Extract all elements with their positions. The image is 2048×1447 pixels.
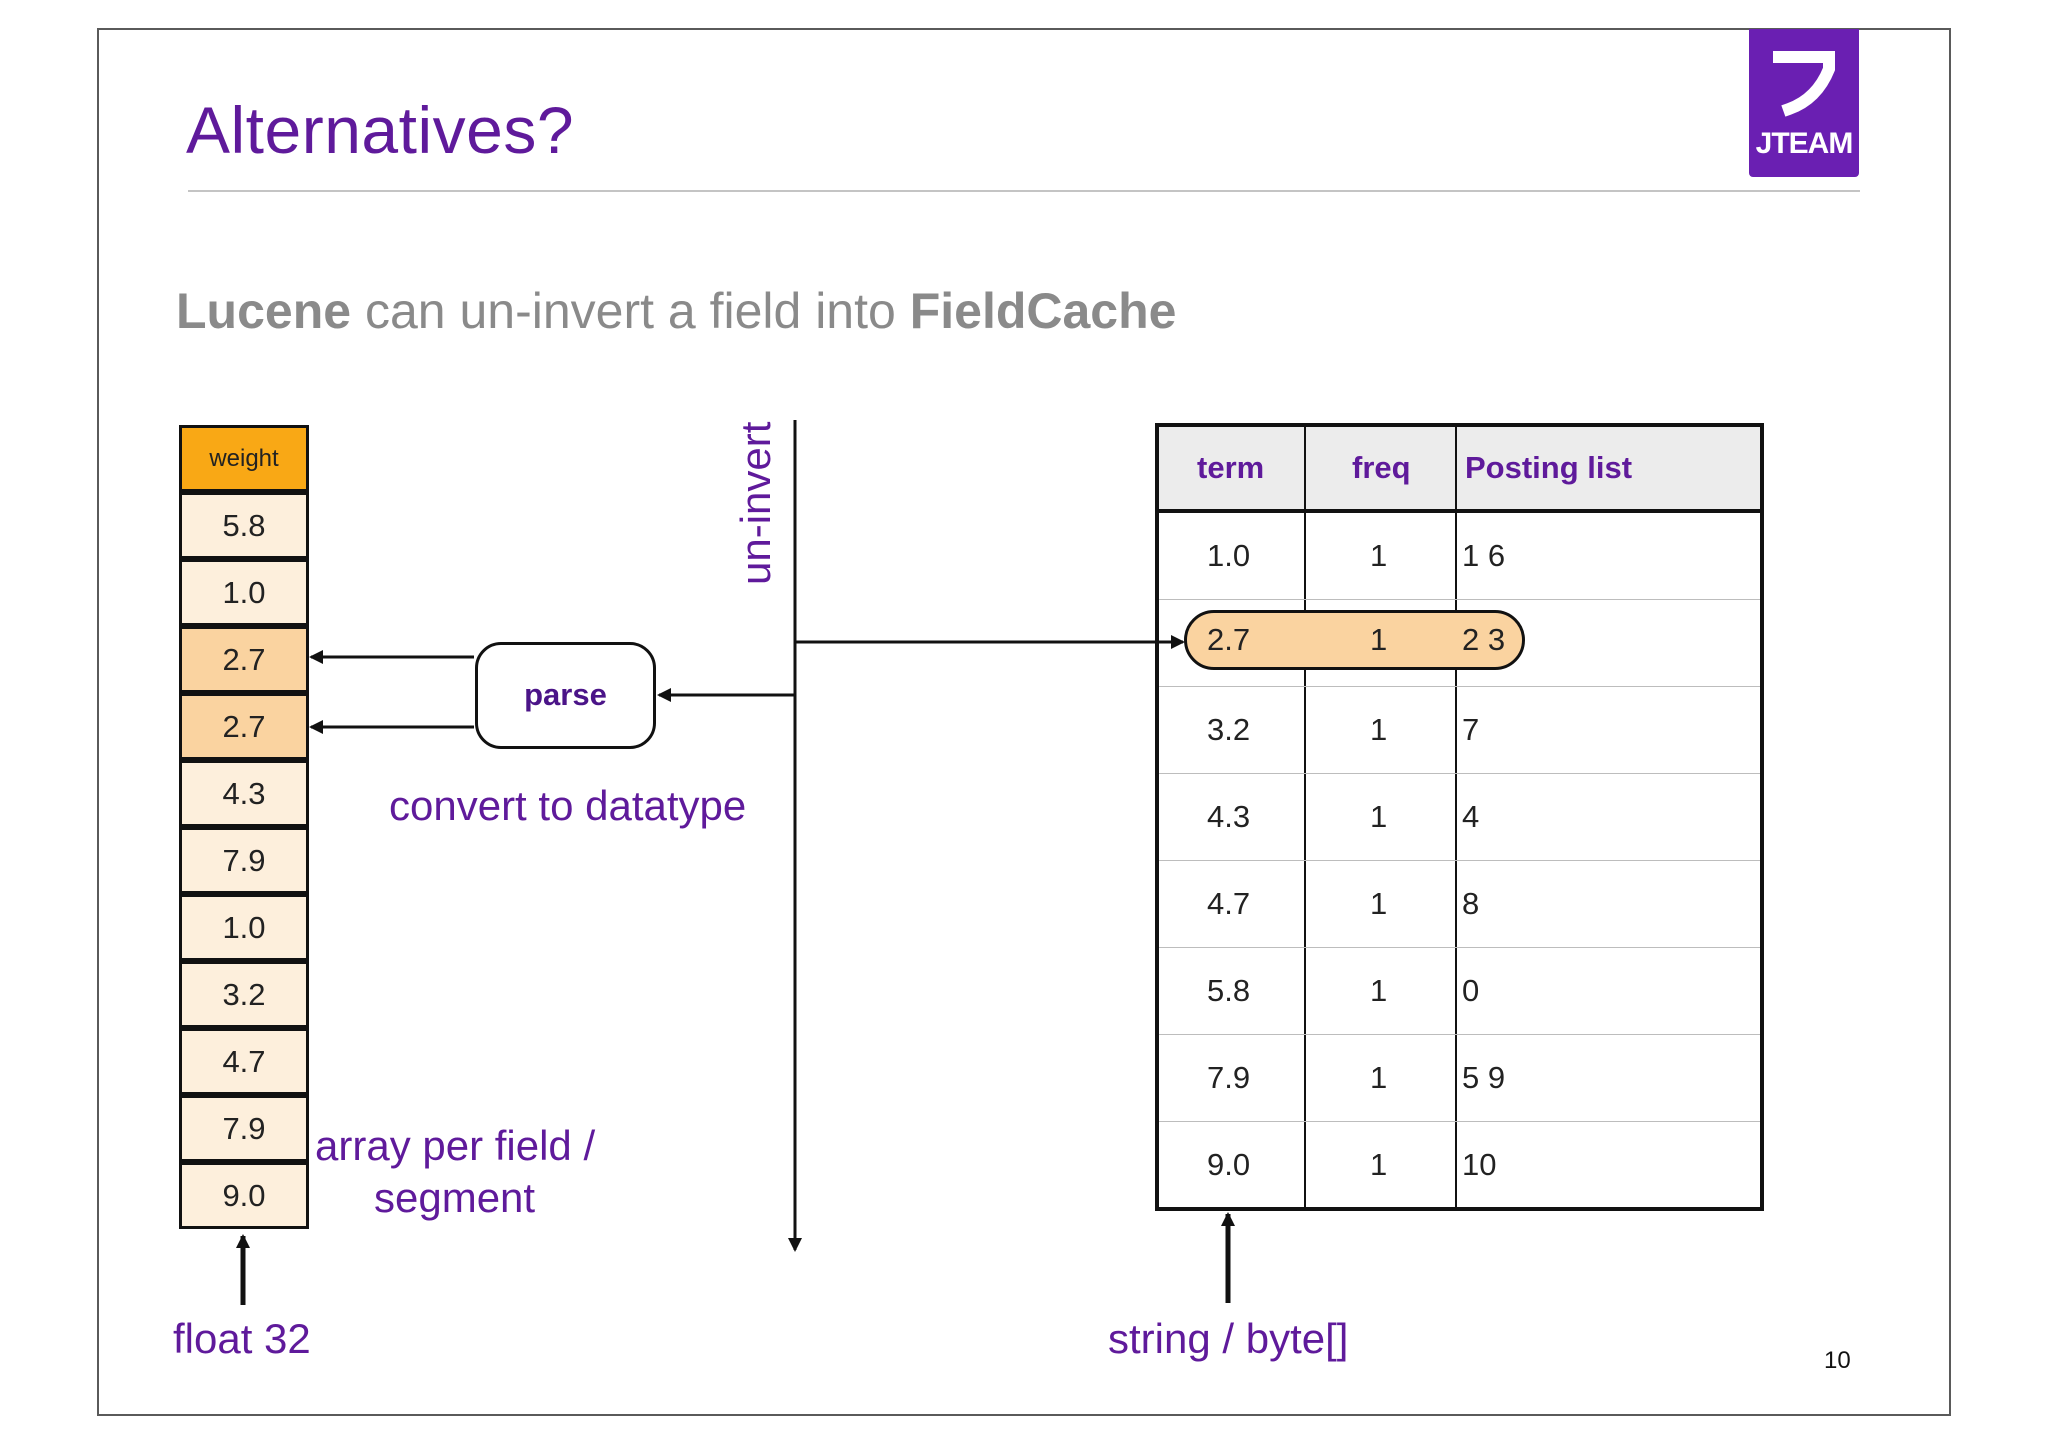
array-caption-line1: array per field / (315, 1122, 596, 1169)
cell-postings: 8 (1462, 886, 1480, 921)
cell-postings: 7 (1462, 712, 1480, 747)
array-cell: 1.0 (179, 559, 309, 626)
inverted-index-table: term freq Posting list (1155, 423, 1764, 1211)
cell-freq: 1 (1370, 1147, 1388, 1182)
column-divider (1455, 427, 1457, 1207)
table-header-postings: Posting list (1465, 450, 1633, 485)
cell-freq: 1 (1370, 973, 1388, 1008)
cell-postings: 4 (1462, 799, 1480, 834)
slide-frame (97, 28, 1951, 1416)
table-header-term: term (1197, 450, 1265, 485)
parse-box: parse (475, 642, 656, 749)
cell-postings: 10 (1462, 1147, 1497, 1182)
table-header-row (1159, 427, 1760, 513)
cell-freq: 1 (1370, 799, 1388, 834)
cell-term: 1.0 (1207, 538, 1251, 573)
cell-term-highlighted: 2.7 (1207, 622, 1251, 657)
cell-postings: 1 6 (1462, 538, 1506, 573)
cell-term: 5.8 (1207, 973, 1251, 1008)
slide-title: Alternatives? (186, 93, 575, 167)
array-cell-highlighted: 2.7 (179, 693, 309, 760)
cell-freq: 1 (1370, 538, 1388, 573)
string-type-label: string / byte[] (1108, 1315, 1349, 1362)
parse-caption: convert to datatype (389, 782, 747, 829)
row-divider (1159, 773, 1760, 774)
array-cell: 7.9 (179, 1095, 309, 1162)
cell-postings: 5 9 (1462, 1060, 1506, 1095)
row-divider (1159, 1034, 1760, 1035)
row-divider (1159, 599, 1760, 600)
array-header: weight (179, 425, 309, 492)
cell-freq-highlighted: 1 (1370, 622, 1388, 657)
array-cell: 1.0 (179, 894, 309, 961)
cell-term: 7.9 (1207, 1060, 1251, 1095)
table-header-freq: freq (1352, 450, 1411, 485)
title-divider (188, 190, 1860, 192)
column-divider (1304, 427, 1306, 1207)
row-divider (1159, 860, 1760, 861)
row-divider (1159, 947, 1760, 948)
cell-term: 3.2 (1207, 712, 1251, 747)
cell-postings: 0 (1462, 973, 1480, 1008)
jteam-logo: JTEAM (1749, 29, 1859, 177)
array-cell: 7.9 (179, 827, 309, 894)
array-cell: 9.0 (179, 1162, 309, 1229)
cell-freq: 1 (1370, 712, 1388, 747)
row-divider (1159, 686, 1760, 687)
subtitle-middle: can un-invert a field into (351, 283, 910, 339)
array-cell: 5.8 (179, 492, 309, 559)
array-cell: 4.7 (179, 1028, 309, 1095)
slide-subtitle: Lucene can un-invert a field into FieldC… (176, 282, 1176, 340)
cell-freq: 1 (1370, 1060, 1388, 1095)
float-type-label: float 32 (173, 1315, 311, 1362)
logo-mark-icon (1773, 51, 1835, 117)
array-cell: 4.3 (179, 760, 309, 827)
cell-term: 4.7 (1207, 886, 1251, 921)
array-caption-line2: segment (374, 1174, 536, 1221)
cell-freq: 1 (1370, 886, 1388, 921)
cell-term: 9.0 (1207, 1147, 1251, 1182)
logo-text: JTEAM (1755, 127, 1854, 160)
subtitle-lucene: Lucene (176, 283, 352, 339)
array-cell: 3.2 (179, 961, 309, 1028)
cell-postings-highlighted: 2 3 (1462, 622, 1506, 657)
array-cell-highlighted: 2.7 (179, 626, 309, 693)
page-number: 10 (1824, 1347, 1851, 1374)
highlighted-row-pill (1184, 610, 1525, 670)
cell-term: 4.3 (1207, 799, 1251, 834)
subtitle-fieldcache: FieldCache (909, 283, 1177, 339)
row-divider (1159, 1121, 1760, 1122)
